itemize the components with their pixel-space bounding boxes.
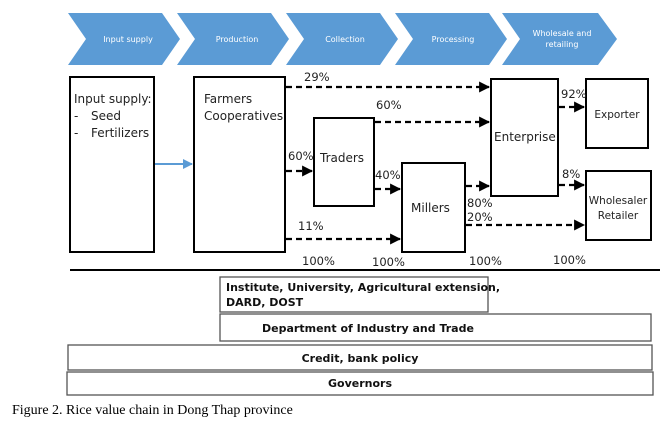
governors-label: Governors [328,377,392,390]
total-production: 100% [302,254,335,268]
doit-label: Department of Industry and Trade [262,322,474,335]
bullet: - [74,126,78,140]
stage-input-supply: Input supply [68,13,180,65]
actor-wholesaler-retailer: Wholesaler Retailer [585,170,652,241]
cooperatives-label: Cooperatives [204,109,283,123]
institute-label-1: Institute, University, Agricultural exte… [226,281,500,294]
figure-caption: Figure 2. Rice value chain in Dong Thap … [12,403,293,418]
enterprise-label: Enterprise [494,130,556,144]
stage-production: Production [177,13,289,65]
bullet: - [74,109,78,123]
support-governors: Governors [66,371,654,396]
stage-label: Wholesale and [533,29,592,38]
actor-millers: Millers [401,162,466,253]
stage-label: Production [216,35,259,44]
input-item-seed: Seed [91,109,121,123]
pct-farmers-traders: 60% [288,149,314,163]
farmers-label: Farmers [204,92,252,106]
stage-label: Input supply [103,35,153,44]
actor-farmers-cooperatives: Farmers Cooperatives [193,76,286,253]
support-doit: Department of Industry and Trade [219,313,652,342]
pct-traders-enterprise: 60% [376,98,402,112]
pct-millers-enterprise: 80% [467,196,493,210]
wholesaler-label: Wholesaler [589,195,648,207]
credit-label: Credit, bank policy [302,352,419,365]
millers-label: Millers [411,201,450,215]
stage-collection: Collection [286,13,398,65]
actor-enterprise: Enterprise [490,78,559,197]
flow-arrows [286,81,586,245]
flow-percentages: 29% 60% 60% 40% 11% 80% 20% 92% 8% [288,70,587,233]
pct-farmers-enterprise: 29% [304,70,330,84]
exporter-label: Exporter [594,109,640,121]
total-processing: 100% [469,254,502,268]
actor-exporter: Exporter [585,78,649,149]
support-credit: Credit, bank policy [67,344,653,371]
pct-enterprise-exporter: 92% [561,87,587,101]
traders-label: Traders [319,151,364,165]
totals-row: 100% 100% 100% 100% [302,253,586,269]
pct-farmers-millers: 11% [298,219,324,233]
input-item-fertilizers: Fertilizers [91,126,149,140]
stage-processing: Processing [395,13,507,65]
total-collection: 100% [372,255,405,269]
total-wholesale: 100% [553,253,586,267]
pct-traders-millers: 40% [375,168,401,182]
stage-label-line2: retailing [546,40,579,49]
stage-chevrons: Input supply Production Collection Proce… [68,13,617,65]
retailer-label: Retailer [598,210,639,222]
support-institute: Institute, University, Agricultural exte… [219,276,500,313]
actor-traders: Traders [313,117,375,207]
institute-label-2: DARD, DOST [226,296,304,309]
input-supply-title: Input supply: [74,92,152,106]
stage-label: Processing [432,35,475,44]
stage-wholesale-retailing: Wholesale and retailing [502,13,617,65]
stage-label: Collection [325,35,365,44]
actor-input-supply: Input supply: - Seed - Fertilizers [69,76,155,253]
pct-millers-wholesaler: 20% [467,210,493,224]
pct-enterprise-wholesaler: 8% [562,167,580,181]
